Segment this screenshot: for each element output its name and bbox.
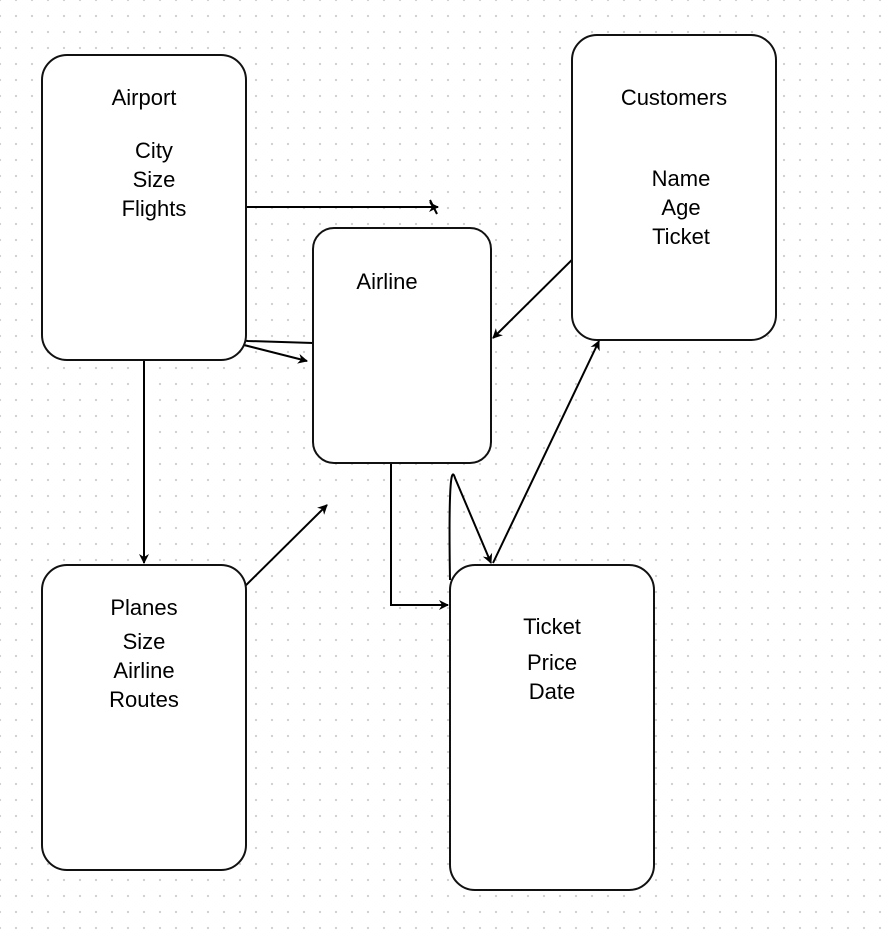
node-customers-field: Ticket — [652, 224, 710, 249]
node-customers-field: Age — [661, 195, 701, 220]
node-ticket-title: Ticket — [523, 614, 581, 639]
node-ticket[interactable]: Ticket Price Date — [449, 564, 655, 891]
node-planes-field: Size — [122, 629, 166, 654]
node-airport-title: Airport — [111, 85, 177, 110]
node-planes-field: Routes — [109, 687, 179, 712]
node-airport-field: Flights — [121, 196, 187, 221]
node-airline[interactable]: Airline — [312, 227, 492, 464]
node-customers-title: Customers — [620, 85, 728, 110]
edge-airline-ticket-elbow[interactable] — [390, 463, 449, 610]
node-airport-field: Size — [132, 167, 176, 192]
node-customers-field: Name — [651, 166, 711, 191]
edge-ticket-customers[interactable] — [492, 340, 600, 564]
node-customers[interactable]: Customers Name Age Ticket — [571, 34, 777, 341]
edge-airport-airline-top-tail — [429, 199, 438, 215]
node-planes-fields: Size Airline Routes — [43, 627, 245, 714]
node-planes-title: Planes — [110, 595, 178, 620]
node-ticket-field: Date — [528, 679, 576, 704]
edge-airline-ticket-curve[interactable] — [448, 473, 493, 581]
node-ticket-fields: Price Date — [451, 648, 653, 706]
edge-airport-airline-lower[interactable] — [237, 339, 314, 364]
node-planes-field: Airline — [113, 658, 175, 683]
node-airline-title: Airline — [356, 269, 418, 294]
node-airport[interactable]: Airport City Size Flights — [41, 54, 247, 361]
node-airport-fields: City Size Flights — [43, 136, 245, 223]
node-customers-fields: Name Age Ticket — [573, 164, 775, 251]
node-ticket-field: Price — [526, 650, 578, 675]
node-planes[interactable]: Planes Size Airline Routes — [41, 564, 247, 871]
node-airport-field: City — [135, 138, 173, 163]
